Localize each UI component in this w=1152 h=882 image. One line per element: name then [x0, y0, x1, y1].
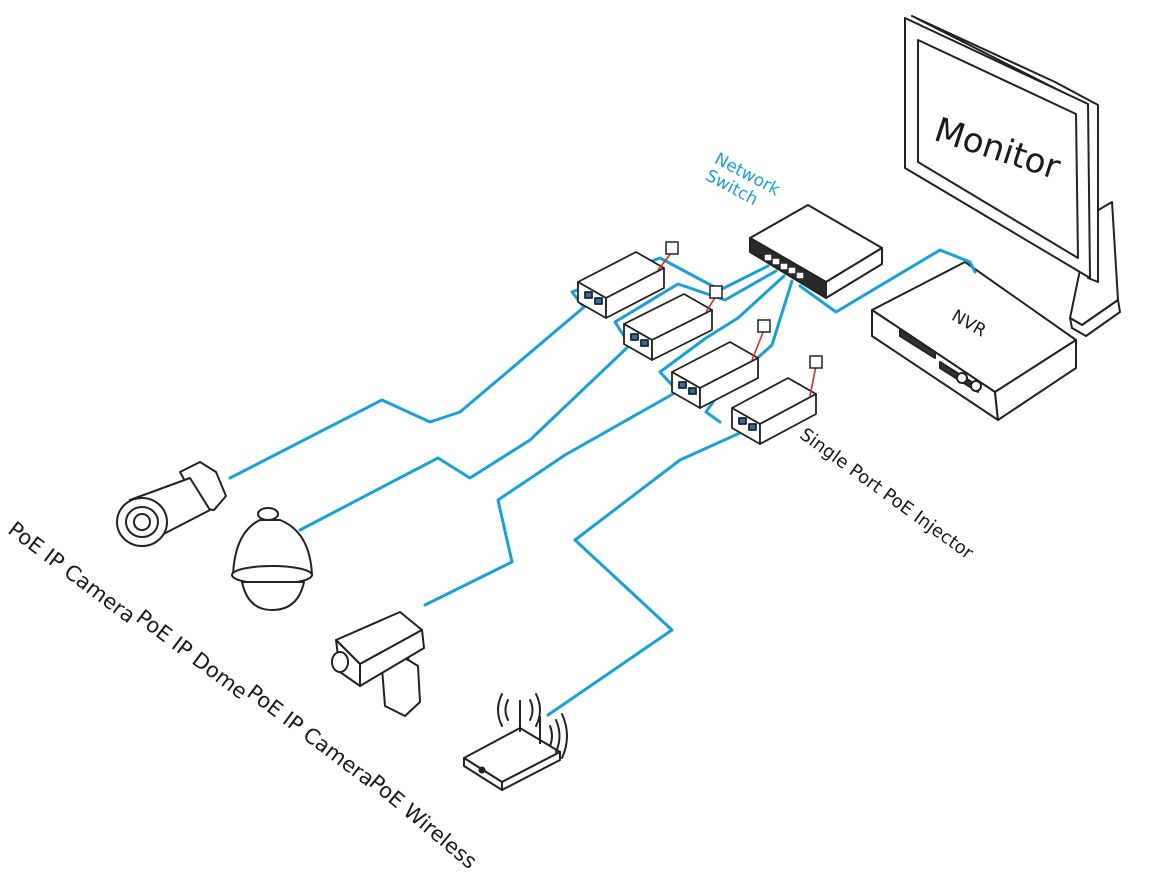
poe-injector-2 [623, 293, 713, 361]
switch-injector-cable-3 [658, 274, 786, 387]
bullet-camera-icon [116, 461, 227, 547]
injector-cam1-cable [228, 300, 592, 480]
poe-injector-1 [577, 251, 665, 319]
network-switch [749, 204, 883, 299]
wireless-signal-icon [497, 693, 568, 759]
dome-camera-icon [231, 507, 313, 611]
switch-nvr-cable [798, 248, 977, 314]
box-camera-icon [331, 611, 425, 717]
poe-injector-4 [731, 377, 817, 445]
switch-injector-cable-1 [570, 256, 770, 307]
wireless-router-icon [463, 700, 561, 791]
nvr [871, 261, 1077, 421]
poe-injector-3 [671, 341, 759, 409]
network-cables [228, 248, 977, 717]
monitor [904, 15, 1121, 337]
wall-outlets [665, 241, 823, 369]
injector-wireless-cable [546, 430, 744, 717]
injector-cam2-cable [423, 388, 682, 607]
injector-dome-cable [298, 341, 634, 532]
switch-injector-cable-2 [613, 269, 778, 338]
